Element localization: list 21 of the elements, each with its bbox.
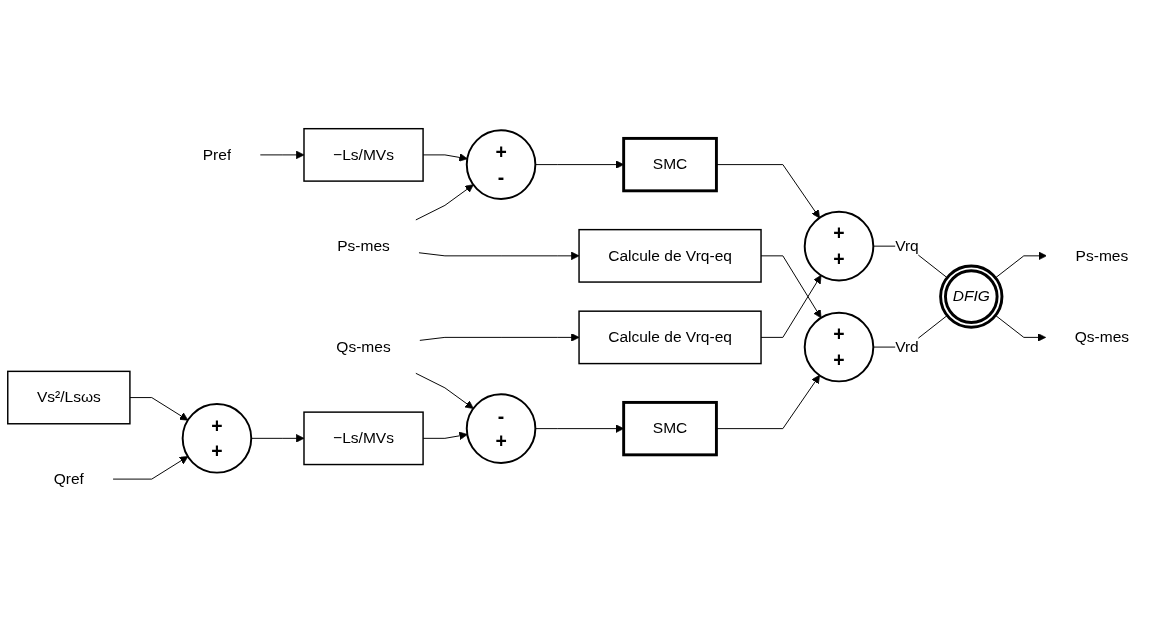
node-circle: - + bbox=[465, 393, 537, 464]
node-box: Vs²/Lsωs bbox=[7, 370, 131, 425]
node-box: SMC bbox=[622, 136, 718, 193]
node-circle: + + bbox=[181, 403, 253, 474]
edge-label: Vrq bbox=[895, 237, 919, 254]
node-box: Calcule de Vrq-eq bbox=[578, 310, 762, 365]
node-circle: + + bbox=[803, 210, 875, 282]
edge-label: Vrd bbox=[895, 338, 919, 355]
node-text: Pref bbox=[202, 146, 232, 163]
node-circle: DFIG bbox=[939, 264, 1004, 329]
node-circle: + - bbox=[465, 129, 537, 200]
node-box: −Ls/MVs bbox=[303, 127, 424, 182]
node-circle: + + bbox=[803, 311, 875, 383]
node-text: Ps-mes bbox=[337, 237, 390, 254]
node-text: Ps-mes bbox=[1075, 247, 1129, 264]
node-text: Qref bbox=[53, 470, 84, 487]
node-box: −Ls/MVs bbox=[303, 411, 424, 466]
node-text: Qs-mes bbox=[1074, 328, 1130, 346]
node-box: Calcule de Vrq-eq bbox=[578, 228, 762, 283]
node-text: Qs-mes bbox=[336, 338, 391, 355]
node-box: SMC bbox=[622, 400, 718, 457]
